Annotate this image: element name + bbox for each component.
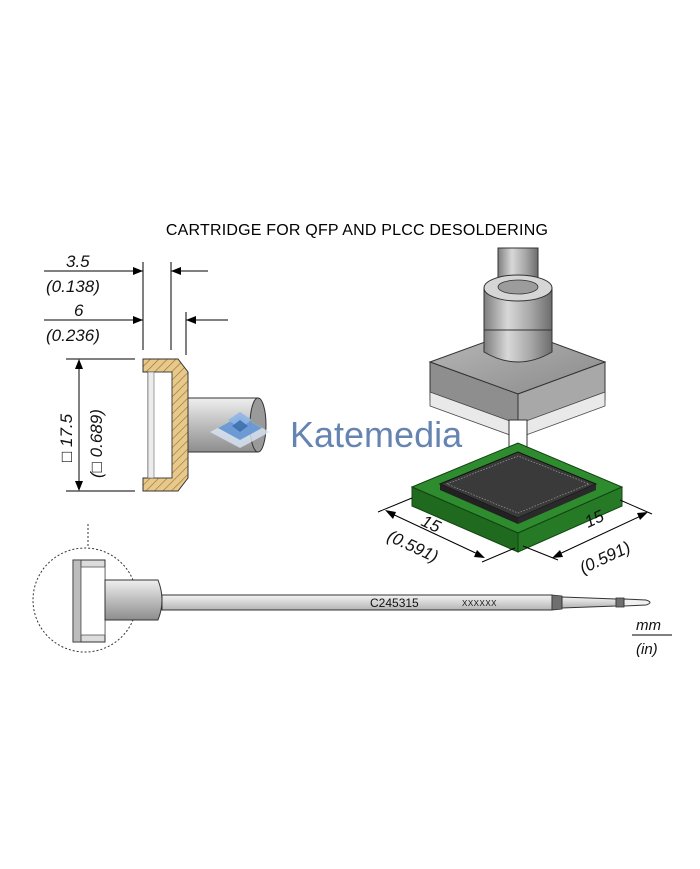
arrowhead — [133, 316, 143, 324]
arrowhead — [75, 481, 83, 491]
ext-line — [377, 497, 413, 513]
arrowhead — [133, 267, 143, 275]
arrowhead — [75, 359, 83, 369]
units-legend: mm (in) — [632, 617, 672, 658]
tip-ring — [615, 597, 625, 608]
cup-rim — [72, 559, 82, 643]
chip-right — [518, 484, 596, 524]
shaft-bore — [497, 279, 539, 295]
arrowhead — [186, 316, 196, 324]
dim-6-mm: 6 — [74, 301, 84, 320]
chip-left — [440, 484, 518, 524]
dim-17-5-in: (□ 0.689) — [87, 409, 106, 478]
watermark-logo-icon — [210, 412, 270, 448]
dim-17-5-mm: □ 17.5 — [57, 413, 76, 462]
dim-line — [554, 513, 646, 557]
isometric-view: 15 (0.591) 15 (0.591) — [377, 247, 653, 578]
arrowhead — [474, 550, 485, 558]
body — [104, 579, 163, 621]
ring-dark — [551, 594, 563, 611]
cup-lip — [147, 371, 155, 479]
arrowhead — [637, 512, 648, 520]
ext-line — [522, 545, 559, 561]
tip-taper — [561, 596, 617, 609]
serial-number: XXXXXX — [462, 599, 497, 608]
part-number: C245315 — [370, 596, 419, 610]
collar-base — [483, 329, 553, 363]
arrowhead — [552, 550, 563, 558]
ext-line — [619, 499, 653, 515]
full-cartridge-view: C245315 XXXXXX — [32, 524, 651, 653]
dim-3-5-mm: 3.5 — [66, 252, 90, 271]
arrowhead — [171, 267, 181, 275]
cup-face — [80, 566, 106, 636]
diagram-title: CARTRIDGE FOR QFP AND PLCC DESOLDERING — [166, 222, 548, 239]
watermark: Katemedia — [210, 412, 463, 455]
dim-6-in: (0.236) — [46, 326, 100, 345]
watermark-text: Katemedia — [290, 414, 463, 455]
dim-line — [387, 511, 483, 557]
tip-end — [623, 598, 651, 607]
unit-mm: mm — [636, 617, 661, 634]
dim-3-5-in: (0.138) — [46, 277, 100, 296]
pcb-right — [517, 486, 623, 553]
ext-line — [481, 547, 516, 563]
cross-section-view: 3.5 (0.138) 6 (0.236) □ 17.5 (□ 0.689) — [44, 252, 267, 492]
dim-15-right-in: (0.591) — [577, 538, 634, 578]
arrowhead — [385, 510, 396, 519]
unit-in: (in) — [636, 641, 658, 658]
